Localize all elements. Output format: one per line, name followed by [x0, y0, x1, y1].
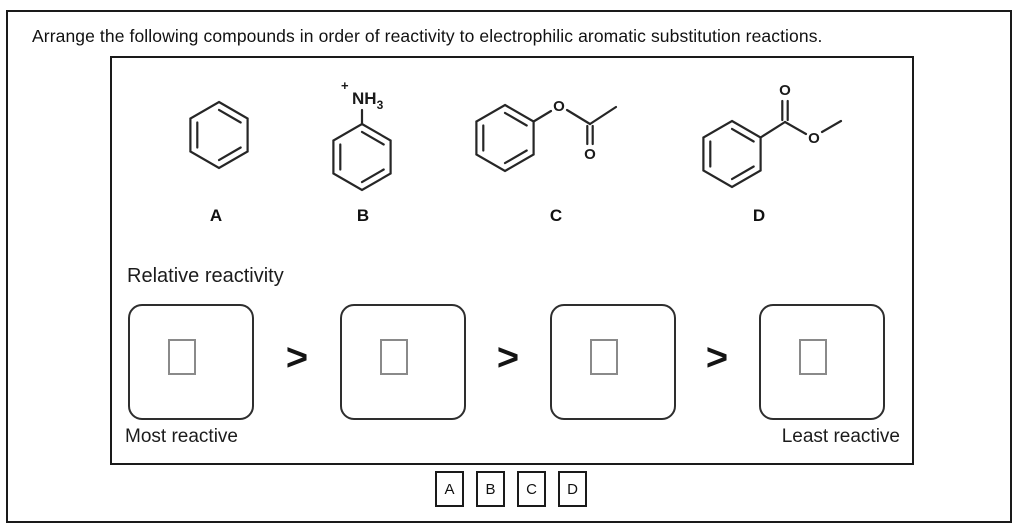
- compound-label-b: B: [356, 206, 370, 225]
- exercise-panel: A + NH3 B O: [110, 56, 914, 465]
- carbonyl-oxygen-label: O: [584, 146, 596, 163]
- ester-oxygen-label: O: [553, 98, 565, 115]
- carbonyl-oxygen-label: O: [779, 82, 791, 99]
- ester-oxygen-label: O: [808, 130, 820, 147]
- greater-than-separator: >: [705, 337, 729, 379]
- methyl-benzoate-structure: O O: [702, 82, 843, 189]
- greater-than-separator: >: [496, 337, 520, 379]
- most-reactive-label: Most reactive: [125, 426, 238, 447]
- compound-label-d: D: [752, 206, 766, 225]
- question-text: Arrange the following compounds in order…: [32, 26, 823, 46]
- drop-zone-2[interactable]: [340, 304, 466, 420]
- question-card: Arrange the following compounds in order…: [6, 10, 1012, 523]
- greater-than-separator: >: [285, 337, 309, 379]
- charge-label: +: [341, 78, 349, 93]
- drop-placeholder: [168, 339, 196, 375]
- phenyl-acetate-structure: O O: [475, 98, 618, 173]
- drop-placeholder: [380, 339, 408, 375]
- drop-zone-3[interactable]: [550, 304, 676, 420]
- answer-token-row: A B C D: [8, 471, 1014, 507]
- drop-placeholder: [590, 339, 618, 375]
- compound-label-c: C: [549, 206, 563, 225]
- least-reactive-label: Least reactive: [781, 426, 900, 447]
- benzene-structure: [189, 100, 249, 170]
- amine-group-label: NH3: [352, 89, 384, 112]
- compound-label-a: A: [209, 206, 223, 225]
- token-d[interactable]: D: [558, 471, 587, 507]
- drop-zone-4[interactable]: [759, 304, 885, 420]
- drop-placeholder: [799, 339, 827, 375]
- relative-reactivity-label: Relative reactivity: [127, 265, 284, 287]
- token-a[interactable]: A: [435, 471, 464, 507]
- token-c[interactable]: C: [517, 471, 546, 507]
- token-b[interactable]: B: [476, 471, 505, 507]
- anilinium-structure: + NH3: [332, 78, 392, 192]
- drop-zone-1[interactable]: [128, 304, 254, 420]
